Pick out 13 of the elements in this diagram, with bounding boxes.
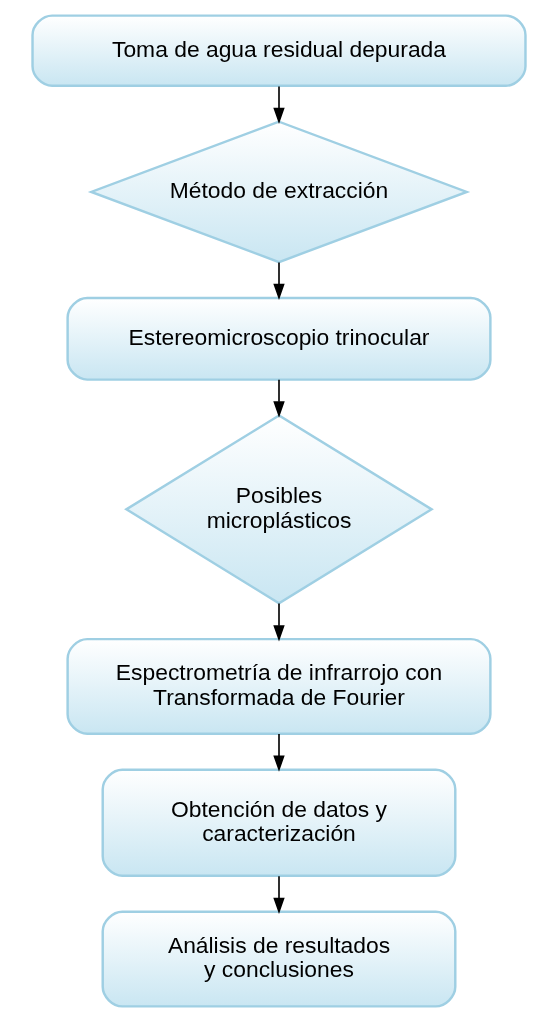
node-box: Estereomicroscopio trinocular: [65, 296, 492, 381]
node-box: Espectrometría de infrarrojo con Transformada de Fourier: [65, 637, 492, 735]
arrow: [272, 378, 285, 418]
arrow: [272, 732, 285, 772]
arrow: [272, 261, 285, 300]
node-box: Análisis de resultados y conclusiones: [101, 910, 456, 1008]
node-diamond: Posibles microplásticos: [123, 413, 434, 605]
node-diamond: Método de extracción: [87, 119, 470, 263]
node-box: Obtención de datos y caracterización: [101, 768, 456, 877]
arrow: [272, 85, 285, 124]
node-box: Toma de agua residual depurada: [30, 13, 527, 87]
arrow: [272, 602, 285, 641]
arrow: [272, 874, 285, 914]
